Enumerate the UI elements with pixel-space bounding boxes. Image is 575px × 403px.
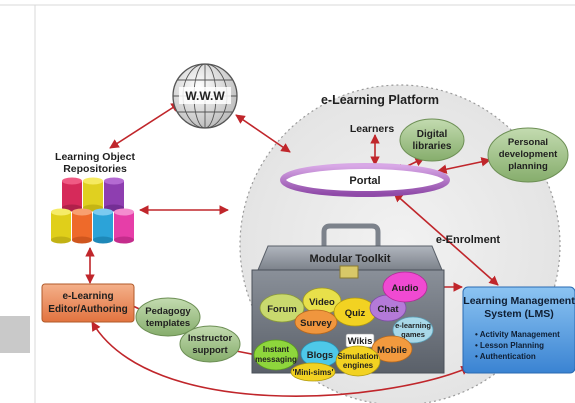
cylinder-pink-icon [114,208,134,244]
instructor-support-node: Instructor support [179,325,241,363]
svg-text:games: games [401,330,425,339]
editor-line1: e-Learning [62,291,113,302]
svg-text:Mobile: Mobile [377,345,407,356]
database-cylinders [51,177,134,244]
toolkit-handle [321,223,381,246]
enrolment-label: e-Enrolment [436,234,501,246]
left-grey-tab [0,316,30,353]
portal-ring [280,163,450,197]
pdp-line3: planning [508,161,548,172]
lms-node: Learning Management System (LMS) • Activ… [462,286,575,374]
module-elearning-games: e-learning games [392,316,434,344]
svg-text:Survey: Survey [300,318,332,329]
pdp-line1: Personal [508,137,548,148]
svg-text:Instant: Instant [263,345,290,354]
cylinder-yellow-front-icon [51,208,71,244]
editor-authoring-node: e-Learning Editor/Authoring [41,283,135,323]
cylinder-blue-icon [93,208,113,244]
module-wikis: Wikis [345,333,375,348]
svg-text:Audio: Audio [392,283,419,294]
digital-libraries-line1: Digital [417,129,448,140]
svg-text:Chat: Chat [377,304,399,315]
platform-title: e-Learning Platform [321,93,439,107]
portal-label: Portal [349,175,380,187]
module-survey: Survey [294,309,338,335]
digital-libraries-line2: libraries [413,141,452,152]
module-video: Video [302,287,342,315]
module-mini-sims: 'Mini-sims' [290,362,336,382]
svg-text:'Mini-sims': 'Mini-sims' [293,368,334,377]
svg-text:messaging: messaging [255,355,297,364]
svg-text:Simulation: Simulation [338,352,379,361]
instructor-line1: Instructor [188,333,233,344]
toolkit-modules: Forum Video Survey Quiz Chat Audio e-lea… [253,271,434,382]
cylinder-orange-icon [72,208,92,244]
arrow-www-lor [109,102,181,149]
svg-text:Video: Video [309,297,335,308]
cylinder-yellow-icon [83,177,103,212]
pedagogy-line1: Pedagogy [145,306,191,317]
portal-node: Portal [280,163,450,197]
connector-arrows [85,102,499,397]
pedagogy-templates-node: Pedagogy templates [135,297,201,337]
personal-development-node: Personal development planning [487,127,569,183]
lms-item-auth: • Authentication [475,352,536,361]
www-globe: W.W.W [172,63,238,129]
digital-libraries-node: Digital libraries [399,118,465,162]
svg-text:Blogs: Blogs [307,350,333,361]
arrow-www-platform [235,114,291,153]
lms-title-line1: Learning Management [463,295,575,307]
svg-text:Quiz: Quiz [345,308,366,319]
learners-label: Learners [350,123,395,135]
module-simulation-engines: Simulation engines [335,345,381,377]
lms-title-line2: System (LMS) [484,308,553,320]
pedagogy-line2: templates [146,318,190,329]
pdp-line2: development [499,149,558,160]
instructor-line2: support [192,345,228,356]
cylinder-red-icon [62,177,82,212]
module-quiz: Quiz [333,297,377,327]
editor-line2: Editor/Authoring [48,304,127,315]
lms-item-activity: • Activity Management [475,330,560,339]
svg-text:Wikis: Wikis [348,336,373,347]
lor-title-line1: Learning Object [55,151,135,163]
svg-text:e-learning: e-learning [395,321,431,330]
arrow-editor-lms [91,321,471,397]
toolkit-latch [339,265,359,279]
arrow-portal-lms [393,192,499,286]
module-instant-messaging: Instant messaging [253,339,299,371]
www-label: W.W.W [185,89,225,103]
module-forum: Forum [259,293,305,323]
module-audio: Audio [382,271,428,303]
svg-text:engines: engines [343,361,374,370]
toolkit-title: Modular Toolkit [309,253,390,265]
arrow-pdp-portal [437,157,491,174]
svg-text:Forum: Forum [267,304,297,315]
lms-item-lesson: • Lesson Planning [475,341,544,350]
cylinder-purple-icon [104,177,124,212]
lor-title-line2: Repositories [63,163,127,175]
